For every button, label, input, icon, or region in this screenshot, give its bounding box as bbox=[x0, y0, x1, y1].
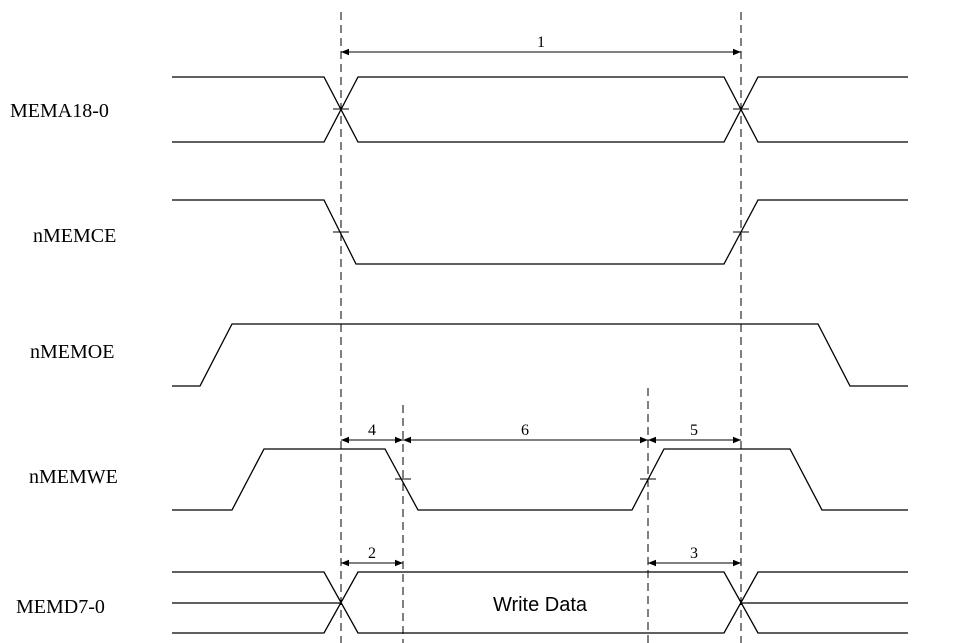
timing-dimension-6: 6 bbox=[403, 422, 648, 444]
timing-dimension-1: 1 bbox=[341, 34, 741, 56]
waveform-nmemce bbox=[172, 199, 908, 265]
waveform-memd bbox=[172, 571, 908, 634]
write-data-label: Write Data bbox=[493, 594, 588, 616]
timing-label-1: 1 bbox=[537, 34, 545, 51]
waveform-nmemwe bbox=[172, 448, 908, 511]
timing-label-4: 4 bbox=[368, 422, 376, 439]
timing-label-6: 6 bbox=[521, 422, 529, 439]
timing-dimension-3: 3 bbox=[648, 545, 741, 567]
signal-label-memd: MEMD7-0 bbox=[16, 596, 105, 618]
signal-label-mema: MEMA18-0 bbox=[10, 100, 109, 122]
timing-label-2: 2 bbox=[368, 545, 376, 562]
signal-label-nmemwe: nMEMWE bbox=[29, 466, 118, 488]
timing-dimension-4: 4 bbox=[341, 422, 403, 444]
waveform-mema bbox=[172, 76, 908, 143]
signal-label-nmemce: nMEMCE bbox=[33, 225, 116, 247]
timing-dimension-2: 2 bbox=[341, 545, 403, 567]
waveform-nmemoe bbox=[172, 323, 908, 387]
timing-dimension-5: 5 bbox=[648, 422, 741, 444]
signal-label-nmemoe: nMEMOE bbox=[30, 341, 114, 363]
timing-label-3: 3 bbox=[690, 545, 698, 562]
timing-label-5: 5 bbox=[690, 422, 698, 439]
